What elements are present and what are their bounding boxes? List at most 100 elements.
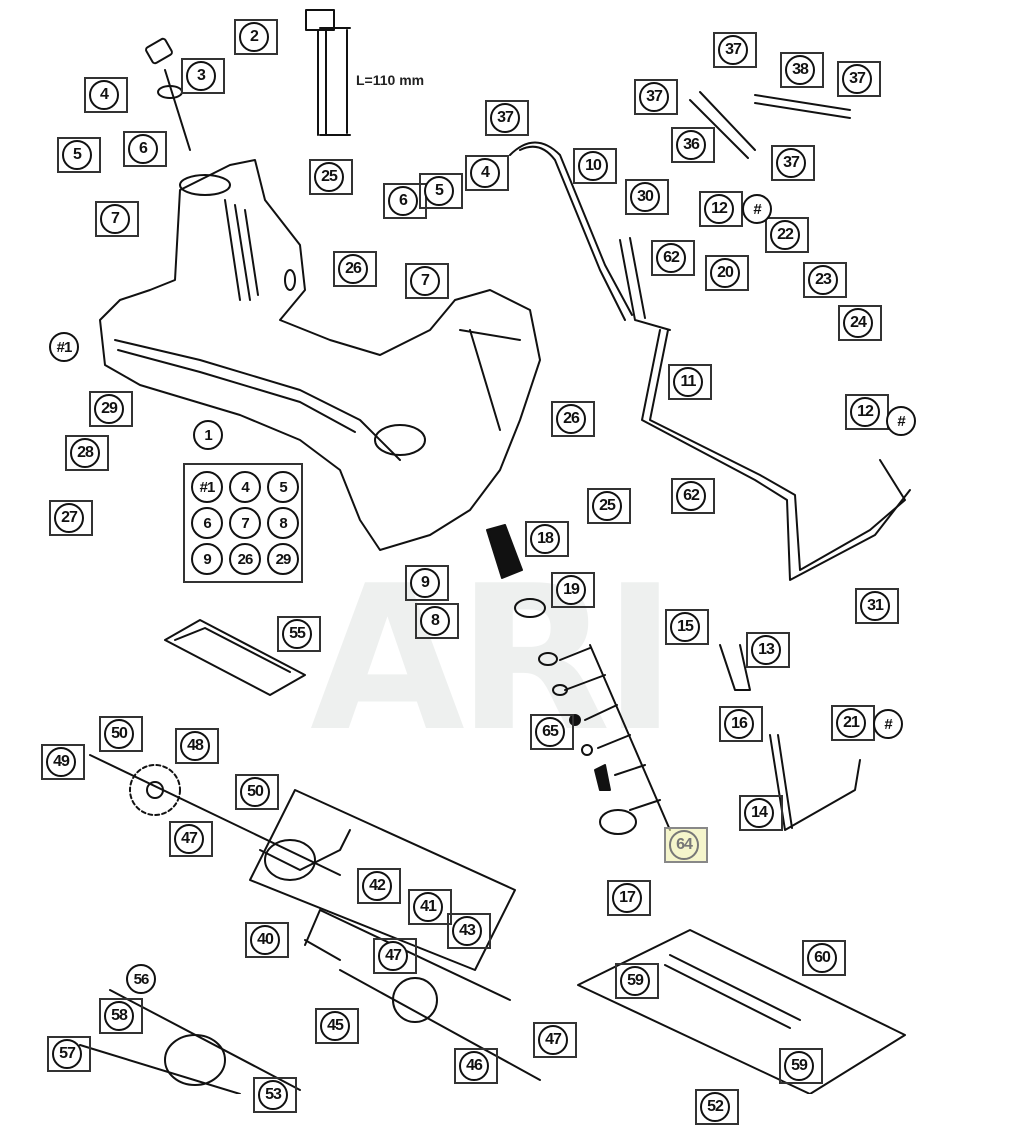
part-number: 21 — [836, 708, 866, 738]
part-number: 37 — [639, 82, 669, 112]
callout-part-37[interactable]: 37 — [485, 100, 529, 136]
callout-part-52[interactable]: 52 — [695, 1089, 739, 1125]
callout-part-37[interactable]: 37 — [771, 145, 815, 181]
callout-part-23[interactable]: 23 — [803, 262, 847, 298]
callout-part-18[interactable]: 18 — [525, 521, 569, 557]
part-bubble-hash1[interactable]: #1 — [49, 332, 79, 362]
callout-part-19[interactable]: 19 — [551, 572, 595, 608]
callout-part-2[interactable]: 2 — [234, 19, 278, 55]
callout-part-22[interactable]: 22 — [765, 217, 809, 253]
part-number: 15 — [670, 612, 700, 642]
callout-part-50[interactable]: 50 — [99, 716, 143, 752]
callout-part-6[interactable]: 6 — [383, 183, 427, 219]
callout-part-26[interactable]: 26 — [333, 251, 377, 287]
callout-part-24[interactable]: 24 — [838, 305, 882, 341]
callout-part-46[interactable]: 46 — [454, 1048, 498, 1084]
part-number: 65 — [535, 717, 565, 747]
callout-part-9[interactable]: 9 — [405, 565, 449, 601]
callout-part-25[interactable]: 25 — [587, 488, 631, 524]
callout-part-11[interactable]: 11 — [668, 364, 712, 400]
callout-part-38[interactable]: 38 — [780, 52, 824, 88]
part-number: 45 — [320, 1011, 350, 1041]
callout-part-37[interactable]: 37 — [634, 79, 678, 115]
callout-part-13[interactable]: 13 — [746, 632, 790, 668]
callout-part-30[interactable]: 30 — [625, 179, 669, 215]
kit-item-hash1: #1 — [191, 471, 223, 503]
callout-part-47[interactable]: 47 — [169, 821, 213, 857]
callout-part-10[interactable]: 10 — [573, 148, 617, 184]
callout-part-55[interactable]: 55 — [277, 616, 321, 652]
callout-part-37[interactable]: 37 — [837, 61, 881, 97]
part-number: 55 — [282, 619, 312, 649]
callout-part-12[interactable]: 12 — [845, 394, 889, 430]
part-number: 6 — [388, 186, 418, 216]
callout-part-43[interactable]: 43 — [447, 913, 491, 949]
part-number: 47 — [174, 824, 204, 854]
part-number: 49 — [46, 747, 76, 777]
part-number: 10 — [578, 151, 608, 181]
callout-part-60[interactable]: 60 — [802, 940, 846, 976]
callout-part-62[interactable]: 62 — [651, 240, 695, 276]
callout-part-62[interactable]: 62 — [671, 478, 715, 514]
callout-part-47[interactable]: 47 — [373, 938, 417, 974]
hash-note-bubble: # — [886, 406, 916, 436]
part-bubble-56[interactable]: 56 — [126, 964, 156, 994]
callout-part-41[interactable]: 41 — [408, 889, 452, 925]
callout-part-64[interactable]: 64 — [664, 827, 708, 863]
callout-part-57[interactable]: 57 — [47, 1036, 91, 1072]
part-number: 27 — [54, 503, 84, 533]
callout-part-28[interactable]: 28 — [65, 435, 109, 471]
part-number: 12 — [704, 194, 734, 224]
part-number: 53 — [258, 1080, 288, 1110]
part-number: 12 — [850, 397, 880, 427]
callout-part-8[interactable]: 8 — [415, 603, 459, 639]
callout-part-42[interactable]: 42 — [357, 868, 401, 904]
callout-part-7[interactable]: 7 — [405, 263, 449, 299]
part-number: 7 — [410, 266, 440, 296]
part-number: 4 — [470, 158, 500, 188]
callout-part-58[interactable]: 58 — [99, 998, 143, 1034]
callout-part-14[interactable]: 14 — [739, 795, 783, 831]
callout-part-59[interactable]: 59 — [615, 963, 659, 999]
part-number: 25 — [314, 162, 344, 192]
callout-part-45[interactable]: 45 — [315, 1008, 359, 1044]
callout-part-7[interactable]: 7 — [95, 201, 139, 237]
callout-part-65[interactable]: 65 — [530, 714, 574, 750]
callout-part-4[interactable]: 4 — [84, 77, 128, 113]
callout-part-29[interactable]: 29 — [89, 391, 133, 427]
part-number: 25 — [592, 491, 622, 521]
part-number: 23 — [808, 265, 838, 295]
part-number: 58 — [104, 1001, 134, 1031]
callout-part-20[interactable]: 20 — [705, 255, 749, 291]
callout-part-5[interactable]: 5 — [57, 137, 101, 173]
callout-part-36[interactable]: 36 — [671, 127, 715, 163]
callout-part-53[interactable]: 53 — [253, 1077, 297, 1113]
kit-label-1[interactable]: 1 — [193, 420, 223, 450]
callout-part-50[interactable]: 50 — [235, 774, 279, 810]
callout-part-5[interactable]: 5 — [419, 173, 463, 209]
callout-part-12[interactable]: 12 — [699, 191, 743, 227]
callout-part-25[interactable]: 25 — [309, 159, 353, 195]
callout-part-40[interactable]: 40 — [245, 922, 289, 958]
callout-part-21[interactable]: 21 — [831, 705, 875, 741]
callout-part-17[interactable]: 17 — [607, 880, 651, 916]
part-number: 16 — [724, 709, 754, 739]
part-number: 62 — [656, 243, 686, 273]
part-number: 60 — [807, 943, 837, 973]
callout-part-59[interactable]: 59 — [779, 1048, 823, 1084]
callout-part-16[interactable]: 16 — [719, 706, 763, 742]
part-number: 26 — [556, 404, 586, 434]
callout-part-3[interactable]: 3 — [181, 58, 225, 94]
callout-part-27[interactable]: 27 — [49, 500, 93, 536]
callout-part-37[interactable]: 37 — [713, 32, 757, 68]
callout-part-15[interactable]: 15 — [665, 609, 709, 645]
callout-part-26[interactable]: 26 — [551, 401, 595, 437]
callout-part-47[interactable]: 47 — [533, 1022, 577, 1058]
callout-part-31[interactable]: 31 — [855, 588, 899, 624]
callout-part-49[interactable]: 49 — [41, 744, 85, 780]
part-number: 3 — [186, 61, 216, 91]
callout-part-4[interactable]: 4 — [465, 155, 509, 191]
callout-part-48[interactable]: 48 — [175, 728, 219, 764]
kit-item-7: 7 — [229, 507, 261, 539]
callout-part-6[interactable]: 6 — [123, 131, 167, 167]
